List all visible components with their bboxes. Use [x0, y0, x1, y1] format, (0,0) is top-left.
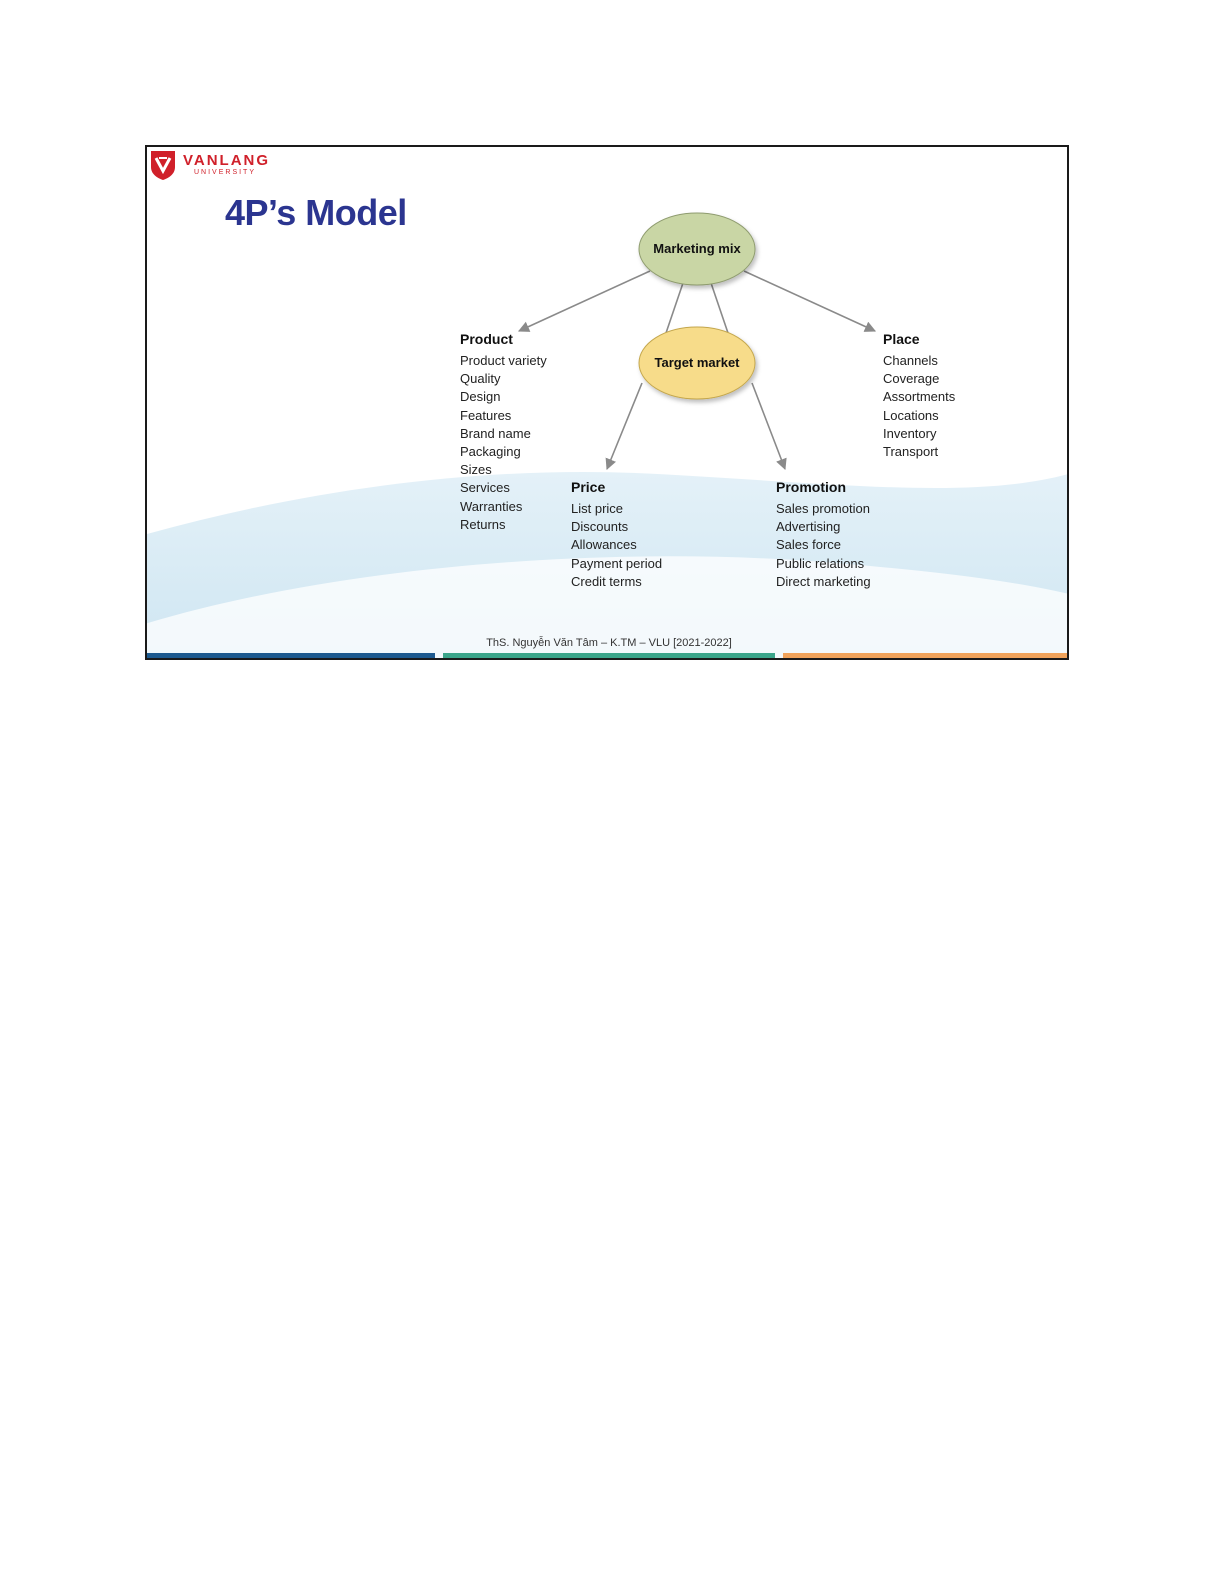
product-title: Product — [460, 331, 513, 347]
list-item: Sales promotion — [776, 501, 870, 516]
list-item: Locations — [883, 407, 939, 423]
list-item: Transport — [883, 444, 939, 460]
place-list: Channels Coverage Assortments Locations … — [883, 352, 955, 461]
promotion-title: Promotion — [776, 479, 846, 495]
link-to-target-left — [665, 282, 684, 334]
footer-bar-right — [783, 653, 1067, 658]
footer-bar-middle — [443, 653, 775, 658]
place-group: Place Channels Coverage Assortments Loca… — [883, 331, 955, 461]
marketing-mix-diagram — [517, 212, 877, 471]
list-item: Warranties — [460, 498, 523, 514]
university-logo: VANLANG UNIVERSITY — [149, 149, 289, 183]
logo-subtitle: UNIVERSITY — [194, 169, 257, 176]
list-item: List price — [571, 501, 624, 516]
slide: VANLANG UNIVERSITY 4P’s Model Marketing … — [145, 145, 1069, 660]
list-item: Packaging — [460, 444, 521, 460]
product-list: Product variety Quality Design Features … — [460, 352, 547, 534]
list-item: Direct marketing — [776, 573, 871, 589]
list-item: Assortments — [883, 389, 956, 405]
list-item: Returns — [460, 516, 506, 532]
list-item: Services — [460, 480, 510, 496]
marketing-mix-node — [638, 212, 756, 286]
price-group: Price List price Discounts Allowances Pa… — [571, 479, 662, 591]
shield-logo-icon — [151, 151, 175, 180]
list-item: Payment period — [571, 555, 663, 571]
arrow-to-price — [605, 382, 643, 471]
list-item: Coverage — [883, 371, 940, 387]
list-item: Discounts — [571, 519, 629, 535]
list-item: Allowances — [571, 537, 637, 553]
list-item: Brand name — [460, 425, 531, 441]
list-item: Public relations — [776, 555, 865, 571]
list-item: Design — [460, 389, 501, 405]
list-item: Sales force — [776, 537, 842, 553]
marketing-mix-label: Marketing mix — [653, 241, 741, 256]
target-market-node — [638, 326, 756, 400]
list-item: Channels — [883, 353, 938, 368]
list-item: Features — [460, 407, 512, 423]
arrow-to-promotion — [751, 382, 787, 471]
list-item: Inventory — [883, 425, 937, 441]
footer-bar-left — [147, 653, 435, 658]
list-item: Credit terms — [571, 573, 642, 589]
list-item: Sizes — [460, 462, 492, 478]
list-item: Advertising — [776, 519, 841, 535]
list-item: Product variety — [460, 353, 547, 368]
arrow-to-place — [743, 270, 877, 332]
promotion-list: Sales promotion Advertising Sales force … — [776, 500, 871, 591]
product-group: Product Product variety Quality Design F… — [460, 331, 547, 534]
slide-background — [147, 471, 1067, 658]
arrow-to-product — [517, 270, 651, 332]
slide-title: 4P’s Model — [225, 192, 407, 233]
promotion-group: Promotion Sales promotion Advertising Sa… — [776, 479, 871, 591]
place-title: Place — [883, 331, 920, 347]
logo-name: VANLANG — [183, 152, 271, 169]
price-list: List price Discounts Allowances Payment … — [571, 500, 662, 591]
footer-credit: ThS. Nguyễn Văn Tâm – K.TM – VLU [2021-2… — [486, 637, 732, 649]
list-item: Quality — [460, 371, 501, 387]
price-title: Price — [571, 479, 606, 495]
link-to-target-right — [710, 282, 729, 334]
target-market-label: Target market — [654, 355, 740, 370]
